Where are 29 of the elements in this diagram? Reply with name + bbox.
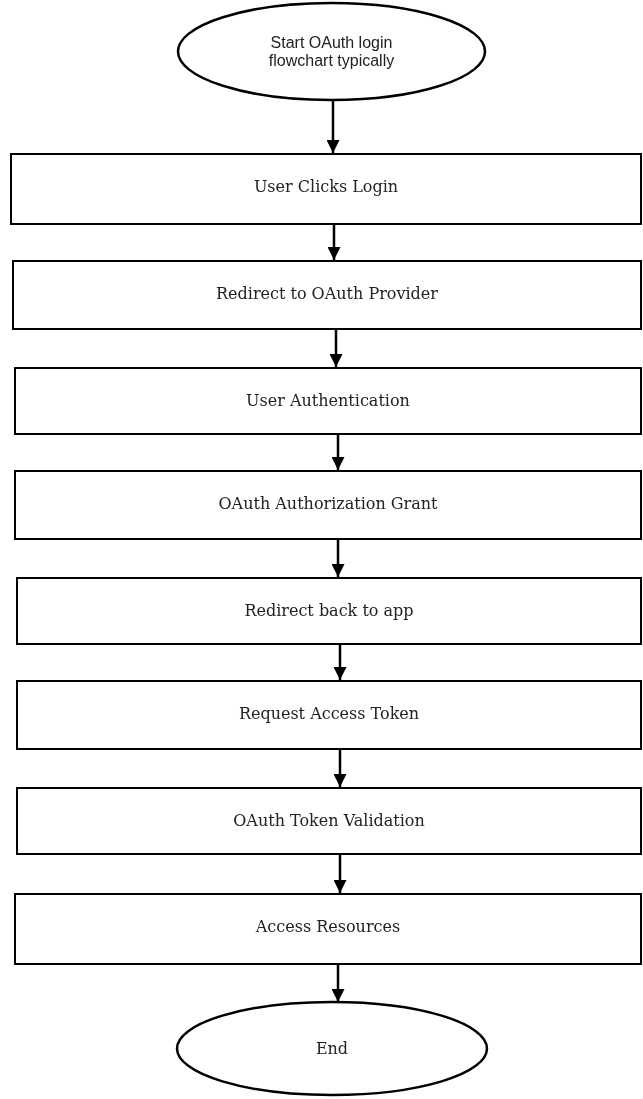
arrow xyxy=(331,540,345,577)
process-box xyxy=(16,787,642,855)
arrow xyxy=(326,100,340,153)
node-label: Start OAuth login flowchart typically xyxy=(267,33,396,70)
terminal-ellipse xyxy=(178,3,485,100)
process-box xyxy=(14,470,642,540)
process-box xyxy=(16,577,642,645)
arrow xyxy=(333,750,347,787)
node-label: Request Access Token xyxy=(238,704,420,723)
node-label: Redirect to OAuth Provider xyxy=(216,284,438,303)
process-box xyxy=(16,680,642,750)
process-box xyxy=(12,260,642,330)
node-label: Access Resources xyxy=(255,917,401,936)
process-box xyxy=(14,893,642,965)
process-box xyxy=(14,367,642,435)
arrow xyxy=(331,435,345,470)
node-label: User Authentication xyxy=(246,391,410,410)
arrow xyxy=(329,330,343,367)
process-box xyxy=(10,153,642,225)
node-label: OAuth Authorization Grant xyxy=(218,494,438,513)
arrow xyxy=(333,645,347,680)
node-label: End xyxy=(315,1039,349,1058)
arrow xyxy=(327,225,341,260)
terminal-ellipse xyxy=(177,1002,487,1095)
node-label: OAuth Token Validation xyxy=(233,811,425,830)
arrow xyxy=(331,965,345,1002)
node-label: Redirect back to app xyxy=(244,601,414,620)
node-label: User Clicks Login xyxy=(253,177,399,196)
arrow xyxy=(333,855,347,893)
